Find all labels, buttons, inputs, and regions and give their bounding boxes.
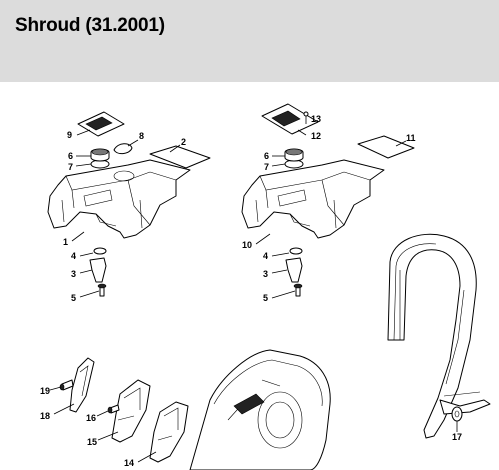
leader-lines <box>49 116 458 463</box>
guide-15 <box>111 379 151 443</box>
screw-16 <box>107 404 120 414</box>
shroud-left <box>47 159 191 239</box>
label-9: 9 <box>67 130 72 140</box>
label-12: 12 <box>311 131 321 141</box>
label-plate-12 <box>261 103 319 135</box>
label-13: 13 <box>311 114 321 124</box>
label-1: 1 <box>63 237 68 247</box>
handle-bar <box>387 233 491 439</box>
label-2: 2 <box>181 137 186 147</box>
sprocket-cover <box>189 349 331 470</box>
knob-6-7-right <box>284 148 304 169</box>
label-18: 18 <box>40 411 50 421</box>
fastener-4-3-5-right <box>285 247 303 297</box>
label-10: 10 <box>242 240 252 250</box>
knob-6-7-left <box>90 148 110 169</box>
label-19: 19 <box>40 386 50 396</box>
cover-plate-2 <box>149 145 211 169</box>
pin-13 <box>303 111 309 117</box>
page-title: Shroud (31.2001) <box>15 15 165 36</box>
header-bar: Shroud (31.2001) <box>0 0 499 82</box>
shroud-right <box>241 159 385 239</box>
cover-plate-11 <box>357 135 415 159</box>
label-5-right: 5 <box>263 293 268 303</box>
label-3-right: 3 <box>263 269 268 279</box>
label-4-left: 4 <box>71 251 76 261</box>
fastener-4-3-5-left <box>89 247 107 297</box>
plug-8 <box>113 143 133 155</box>
washer-17 <box>451 406 463 422</box>
label-14: 14 <box>124 458 134 468</box>
guide-14 <box>149 401 189 463</box>
label-6-left: 6 <box>68 151 73 161</box>
part-labels: 9 8 2 6 7 1 4 3 5 13 12 11 6 7 10 4 3 5 … <box>40 114 462 468</box>
label-16: 16 <box>86 413 96 423</box>
label-7-left: 7 <box>68 162 73 172</box>
label-5-left: 5 <box>71 293 76 303</box>
label-4-right: 4 <box>263 251 268 261</box>
label-17: 17 <box>452 432 462 442</box>
label-15: 15 <box>87 437 97 447</box>
screw-19 <box>59 379 74 391</box>
label-plate-9 <box>77 111 125 137</box>
label-7-right: 7 <box>264 162 269 172</box>
label-11: 11 <box>406 133 416 143</box>
label-3-left: 3 <box>71 269 76 279</box>
label-6-right: 6 <box>264 151 269 161</box>
guide-18 <box>69 357 95 413</box>
stihl-logo-cover <box>233 393 265 415</box>
label-8: 8 <box>139 131 144 141</box>
